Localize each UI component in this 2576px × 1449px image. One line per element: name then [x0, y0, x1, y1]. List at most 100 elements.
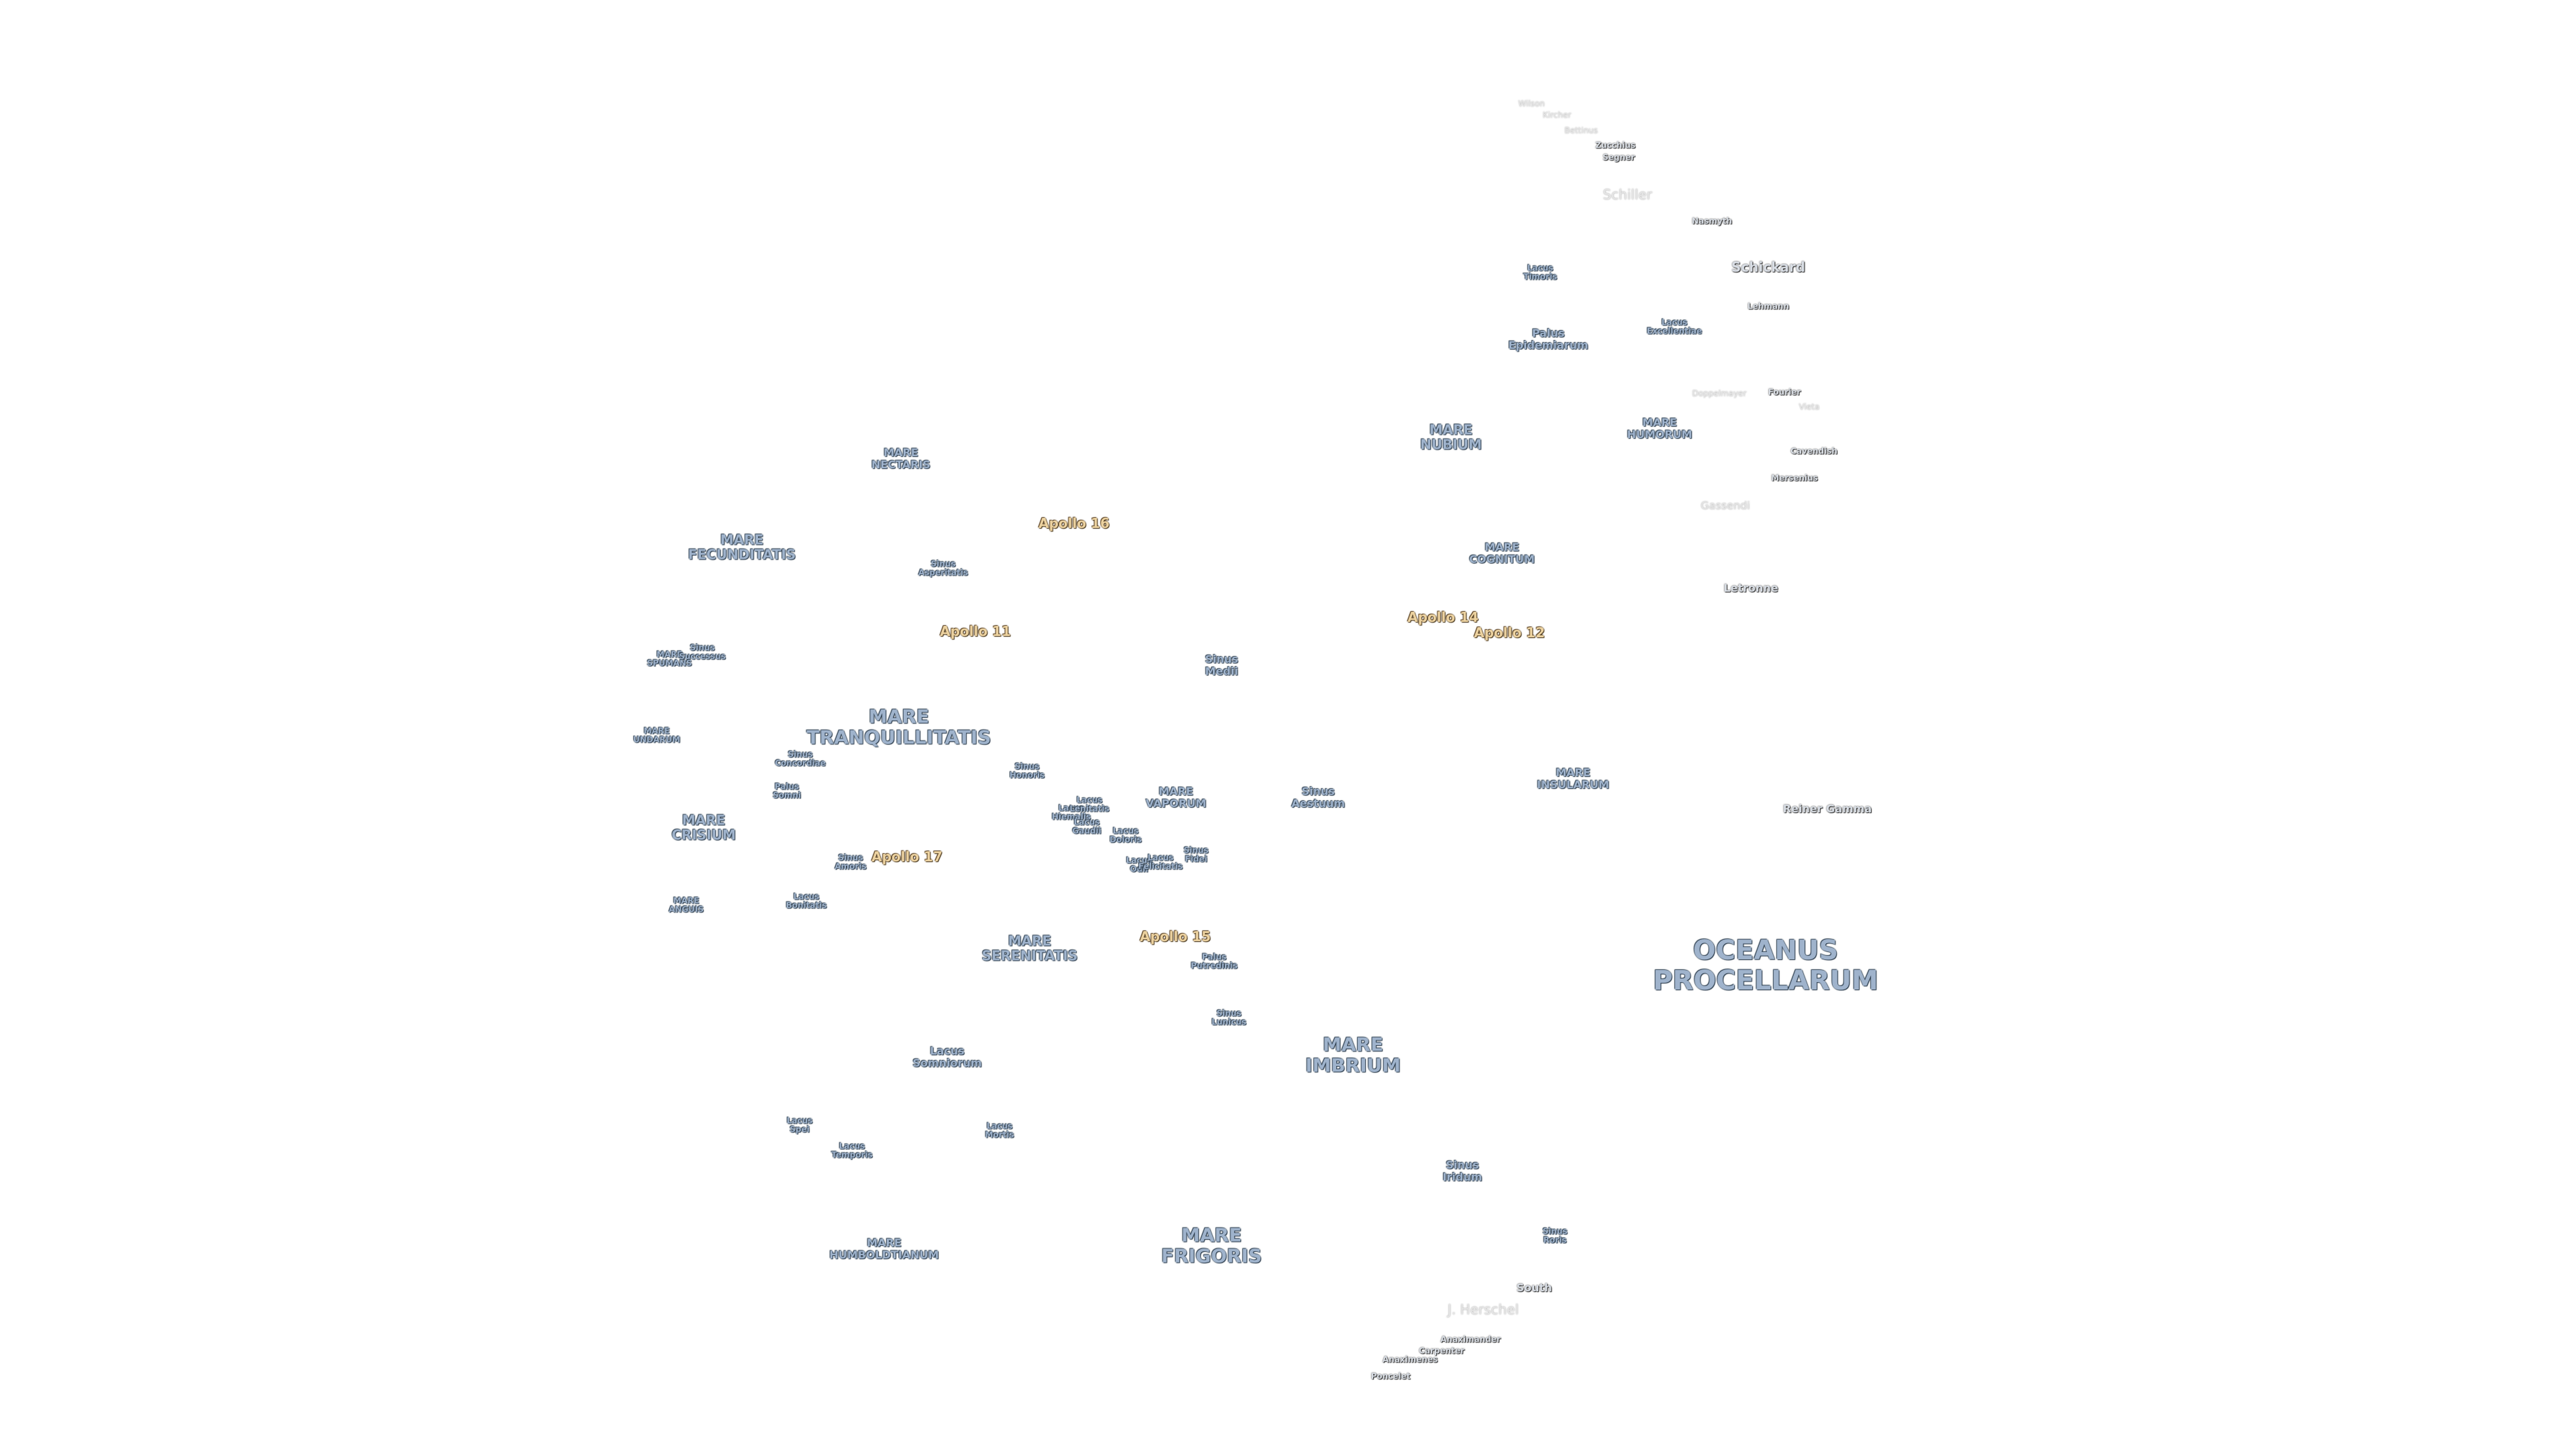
label-line: Sinus	[1446, 1159, 1479, 1172]
label-line: Spei	[790, 1125, 810, 1134]
label-line: MARE	[682, 812, 726, 828]
label-segner: Segner	[1603, 152, 1635, 162]
label-mersenius: Mersenius	[1771, 473, 1818, 483]
label-line: Amoris	[835, 862, 867, 871]
label-line: Lacus	[1076, 795, 1103, 805]
label-line: Bettinus	[1564, 125, 1598, 136]
label-line: Cavendish	[1790, 446, 1837, 456]
label-line: PROCELLARUM	[1653, 965, 1878, 996]
label-line: Poncelet	[1371, 1371, 1411, 1381]
label-lehmann: Lehmann	[1747, 301, 1790, 311]
label-line: MARE	[720, 531, 764, 548]
label-line: Lacus	[1126, 855, 1152, 865]
label-line: Schickard	[1731, 258, 1806, 275]
label-line: Apollo 14	[1407, 608, 1479, 625]
label-apollo-14: Apollo 14	[1407, 608, 1479, 625]
label-line: Sinus	[1014, 761, 1040, 771]
label-gassendi: Gassendi	[1701, 500, 1750, 512]
label-line: Lacus	[786, 1116, 813, 1126]
label-line: Apollo 17	[871, 848, 943, 865]
label-line: Temporis	[831, 1150, 873, 1160]
label-wilson: Wilson	[1518, 99, 1544, 108]
label-carpenter: Carpenter	[1419, 1346, 1464, 1355]
label-line: MARE	[867, 1236, 902, 1250]
label-line: MARE	[1159, 785, 1193, 798]
label-line: Gassendi	[1701, 499, 1750, 513]
label-line: Sinus	[690, 643, 715, 653]
label-line: Sinus	[1183, 845, 1209, 855]
label-line: COGNITUM	[1469, 553, 1535, 566]
label-line: Lehmann	[1747, 301, 1790, 311]
label-line: Somni	[772, 791, 802, 800]
label-line: Apollo 16	[1038, 515, 1110, 531]
label-line: HUMBOLDTIANUM	[829, 1248, 939, 1261]
label-line: MARE	[643, 726, 670, 736]
label-line: HUMORUM	[1627, 428, 1693, 441]
label-nasmyth: Nasmyth	[1692, 216, 1732, 225]
label-line: J. Herschel	[1447, 1301, 1519, 1318]
label-line: Apollo 12	[1474, 624, 1545, 641]
label-apollo-16: Apollo 16	[1038, 515, 1110, 531]
label-line: Lacus	[1073, 817, 1100, 827]
label-line: Anaximenes	[1382, 1354, 1438, 1364]
label-line: MARE	[1556, 766, 1591, 780]
label-line: Lacus	[1661, 317, 1688, 327]
label-line: Palus	[1201, 952, 1227, 962]
label-line: Sinus	[788, 749, 813, 759]
label-line: Aestuum	[1291, 797, 1345, 810]
label-fourier: Fourier	[1768, 387, 1801, 396]
label-line: ANGUIS	[668, 905, 704, 914]
label-line: Reiner Gamma	[1782, 802, 1872, 816]
label-line: Asperitatis	[918, 568, 969, 578]
label-line: Lacus	[1112, 826, 1139, 836]
label-anaximander: Anaximander	[1440, 1334, 1501, 1344]
label-line: NECTARIS	[871, 458, 930, 471]
label-line: Sinus	[930, 559, 956, 569]
label-south: South	[1517, 1282, 1552, 1294]
label-line: MARE	[868, 705, 930, 728]
label-line: Sinus	[1301, 785, 1335, 798]
label-line: Mersenius	[1771, 473, 1818, 483]
label-line: Zucchius	[1595, 140, 1635, 150]
label-line: IMBRIUM	[1305, 1055, 1401, 1077]
label-line: Doppelmayer	[1692, 388, 1747, 398]
label-doppelmayer: Doppelmayer	[1692, 388, 1747, 398]
label-line: Concordiae	[775, 759, 826, 768]
label-line: Lunicus	[1212, 1018, 1246, 1027]
label-line: MARE	[656, 649, 683, 659]
label-line: Lacus	[930, 1044, 965, 1058]
label-line: OCEANUS	[1693, 935, 1839, 967]
label-line: Mortis	[985, 1130, 1014, 1140]
label-line: Sinus	[1542, 1226, 1568, 1236]
label-line: Anaximander	[1440, 1334, 1501, 1344]
label-line: Letronne	[1723, 582, 1778, 595]
label-line: VAPORUM	[1145, 797, 1207, 810]
label-line: Fidei	[1185, 855, 1208, 864]
label-line: Hiemalis	[1051, 812, 1091, 822]
label-line: Carpenter	[1419, 1346, 1464, 1356]
label-vieta: Vieta	[1799, 402, 1820, 411]
label-line: Felicitatis	[1138, 862, 1183, 871]
